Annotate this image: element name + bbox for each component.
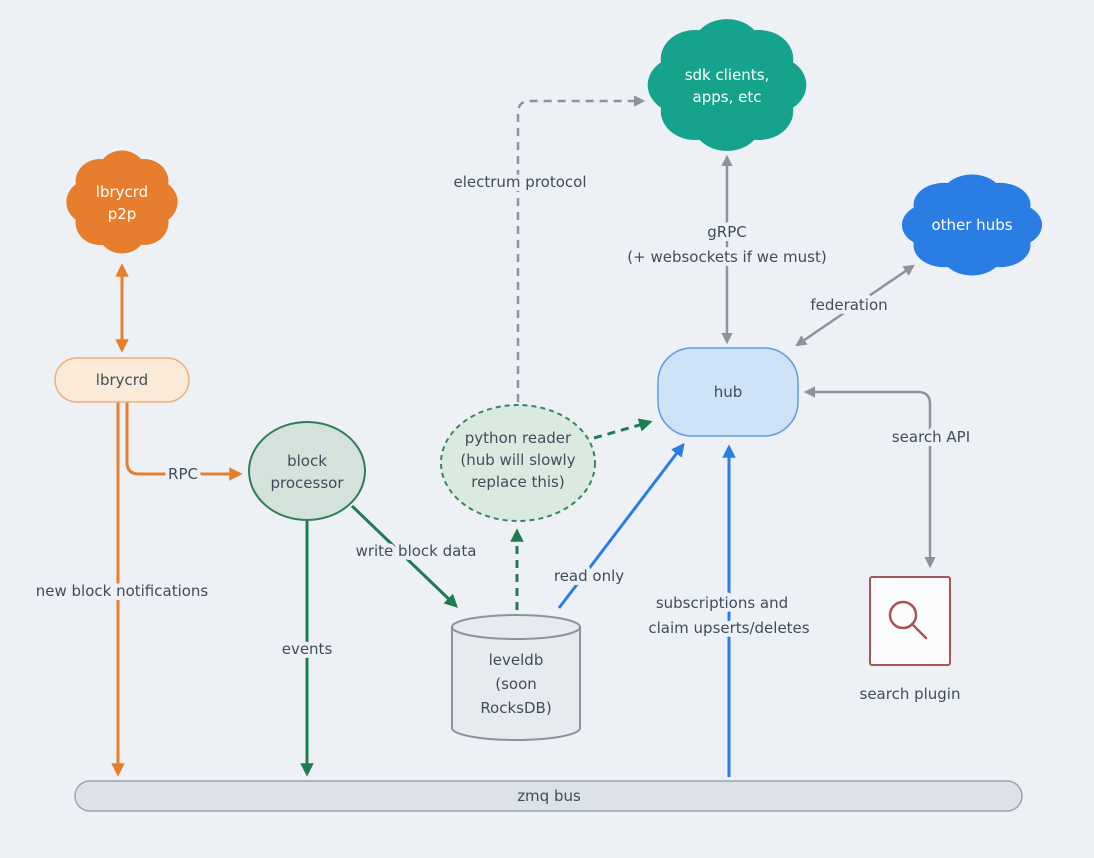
edge-label-federation: federation: [810, 296, 887, 314]
edge-read-only: [557, 442, 685, 609]
edge-label-events: events: [282, 640, 333, 658]
edge-federation: [795, 264, 915, 347]
edge-label-read-only: read only: [554, 567, 624, 585]
edge-label-grpc-note: (+ websockets if we must): [627, 248, 826, 266]
sdk-clients-label-line1: sdk clients,: [685, 66, 770, 84]
sdk-clients-label-line2: apps, etc: [693, 88, 762, 106]
edge-rpc: [125, 402, 243, 481]
edge-label-subscriptions-line1: subscriptions and: [656, 594, 788, 612]
edge-python-reader-hub: [593, 418, 653, 440]
search-plugin-node: [869, 576, 951, 666]
edge-label-subscriptions-line2: claim upserts/deletes: [648, 619, 809, 637]
leveldb-label-line3: RocksDB): [480, 699, 551, 717]
python-reader-node: [440, 404, 596, 522]
lbrycrd-label: lbrycrd: [96, 371, 148, 389]
hub-label: hub: [714, 383, 743, 401]
other-hubs-cloud: [901, 174, 1043, 276]
python-reader-label-line2: (hub will slowly: [460, 451, 575, 469]
leveldb-label-line2: (soon: [495, 675, 537, 693]
search-plugin-label: search plugin: [860, 685, 961, 703]
zmq-bus-node: [74, 780, 1023, 812]
block-processor-label-line1: block: [287, 452, 327, 470]
lbrycrd-p2p-label-line1: lbrycrd: [96, 183, 148, 201]
leveldb-cylinder-body: [451, 626, 581, 741]
edge-label-write-block-data: write block data: [356, 542, 477, 560]
other-hubs-label: other hubs: [931, 216, 1012, 234]
hub-node: [657, 347, 799, 437]
lbrycrd-p2p-cloud: [66, 150, 178, 254]
python-reader-label-line3: replace this): [471, 473, 564, 491]
zmq-bus-label: zmq bus: [517, 787, 581, 805]
sdk-clients-cloud: [647, 19, 807, 151]
edge-label-new-block-notifications: new block notifications: [36, 582, 209, 600]
edge-label-grpc: gRPC: [707, 223, 746, 241]
edge-label-rpc: RPC: [168, 465, 198, 483]
lbrycrd-node: [54, 357, 190, 403]
block-processor-label-line2: processor: [271, 474, 345, 492]
lbrycrd-p2p-label-line2: p2p: [108, 205, 137, 223]
search-icon: [888, 600, 928, 640]
leveldb-cylinder-top: [451, 614, 581, 640]
python-reader-label-line1: python reader: [465, 429, 572, 447]
edge-label-search-api: search API: [892, 428, 970, 446]
block-processor-node: [248, 421, 366, 521]
leveldb-label-line1: leveldb: [489, 651, 544, 669]
edge-label-electrum-protocol: electrum protocol: [454, 173, 587, 191]
edge-write-block-data: [350, 504, 458, 608]
edge-search-api: [803, 386, 936, 569]
edge-electrum-protocol: [516, 95, 646, 402]
